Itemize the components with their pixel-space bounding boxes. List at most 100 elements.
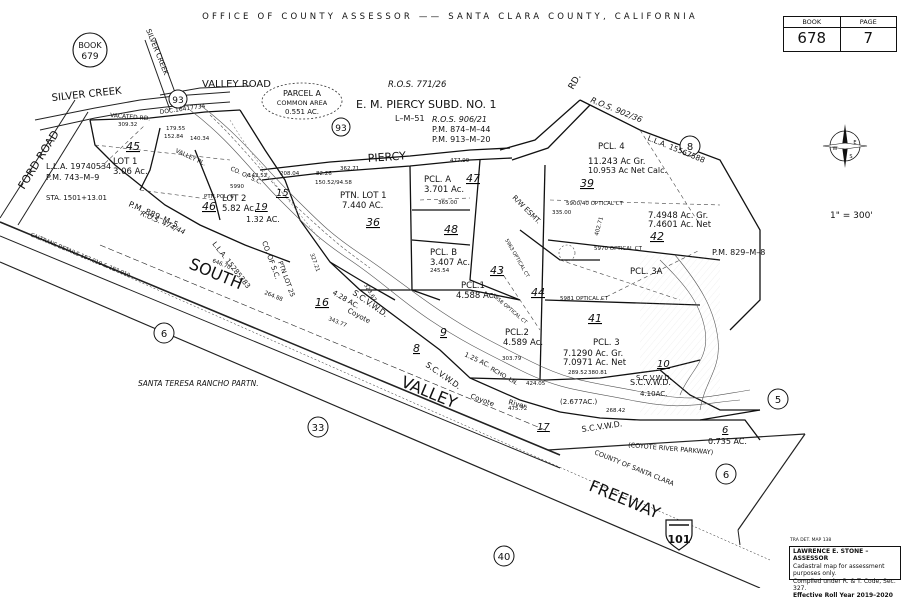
svcwd-label-3: S.C.V.W.D.: [581, 419, 623, 434]
header-dash: ——: [418, 12, 443, 22]
compass-rose-icon: [822, 124, 868, 168]
valley-road-label: VALLEY ROAD: [202, 79, 271, 90]
book-value: 678: [797, 29, 827, 47]
parcel-num-9: 9: [440, 326, 447, 339]
compass-e: E: [853, 140, 856, 146]
parcel-name-41: PCL. 3: [593, 338, 620, 348]
rw-esmt-label: R/W ESMT.: [511, 194, 543, 226]
dim-d17: 475.72: [508, 406, 527, 412]
dim-d18: 309.32: [118, 122, 137, 128]
pm-874-label: P.M. 874–M–44: [432, 125, 490, 134]
optical-turnaround: [558, 244, 576, 262]
header-title: OFFICE OF COUNTY ASSESSOR —— SANTA CLARA…: [120, 12, 780, 22]
parcel-name-10: S.C.V.W.D.: [636, 374, 672, 382]
parcel-area-48: 3.407 Ac.: [430, 258, 470, 268]
ros-771-label: R.O.S. 771/26: [388, 80, 447, 90]
parcel-a-area: 0.551 AC.: [285, 108, 319, 116]
parcel-num-47: 47: [466, 172, 480, 185]
dim-d4: 82.26: [316, 171, 332, 177]
svcwd-label-4: S.C.V.W.D.: [630, 378, 671, 387]
block-circle-5: [767, 388, 789, 410]
lla-1974-label: L.L.A. 19740534: [46, 162, 111, 171]
optical-5963-label: 5963 OPTICAL CT: [503, 238, 530, 280]
compass-s: S: [849, 154, 852, 160]
parcel-name-lot2: LOT 2: [222, 194, 246, 204]
compass-n: N: [843, 137, 847, 143]
pm-913-label: P.M. 913–M–20: [432, 135, 490, 144]
optical-5981-label: 5981 OPTICAL CT: [560, 296, 609, 302]
parcel-area-19: 1.32 AC.: [246, 215, 280, 224]
sta-label: STA. 1501+13.01: [46, 194, 107, 202]
book-679-value: 679: [81, 52, 98, 62]
common-area-label: COMMON AREA: [277, 99, 328, 107]
parcel-area-47: 3.701 Ac.: [424, 185, 464, 195]
silver-creek-label: SILVER CREEK: [51, 86, 122, 104]
parcel-name-47: PCL. A: [424, 175, 451, 185]
block-label-93-b: 93: [335, 124, 346, 134]
block-circle-labels: 6 8 33 40 5 6 93 93: [161, 96, 781, 563]
scale-label: 1" = 300': [830, 211, 873, 221]
dim-d10: 335.00: [552, 210, 572, 216]
parcel-num-6: 6: [722, 425, 728, 436]
legend-roll-year: Effective Roll Year 2019–2020: [793, 592, 893, 600]
parcel-area-10: 4.10AC.: [640, 390, 667, 398]
parcel-net-41: 7.0971 Ac. Net: [563, 358, 627, 368]
page-cell: PAGE 7: [840, 17, 896, 51]
block-circle-40: [493, 545, 515, 567]
parcel-num-44: 44: [531, 286, 545, 299]
freeway-label: FREEWAY: [586, 476, 663, 522]
us-101-shield-icon: [665, 519, 693, 551]
block-circle-33: [307, 416, 329, 438]
creek-hatch: [640, 255, 720, 415]
ros-902-label: R.O.S. 902/36: [589, 96, 643, 125]
us-101-route-number: 101: [668, 533, 691, 546]
parcel-num-10: 10: [657, 359, 670, 370]
parcel-area-6: 0.735 AC.: [708, 437, 747, 446]
parcel-name-43: PCL.1: [461, 281, 485, 291]
parcel-area-39: 11.243 Ac Gr.: [588, 157, 646, 167]
dim-d12: 303.79: [502, 356, 522, 362]
dim-d20: 179.55: [166, 126, 186, 132]
book-label: BOOK: [784, 17, 840, 28]
ptn-lot25-label: PTN LOT 25: [276, 260, 296, 298]
block-label-33: 33: [312, 423, 325, 434]
optical-5900-label: 5900/40 OPTICAL CT: [566, 201, 623, 207]
optical-5970-label: 5970 OPTICAL CT: [594, 246, 643, 252]
parcel-num-48: 48: [444, 223, 458, 236]
dim-d15: 380.81: [588, 370, 607, 376]
parcel-numbers: 45 46 19 15 16 36 47 48 43 44 39 42 41 1…: [126, 140, 728, 436]
parcel-area-lot2: 5.82 Ac.: [222, 204, 257, 214]
parcel-num-16: 16: [315, 296, 329, 309]
pm-743-label: P.M. 743–M–9: [46, 173, 99, 182]
parcel-name-16: CO. OF S.C.: [260, 240, 281, 280]
legend-assessor: LAWRENCE E. STONE – ASSESSOR: [793, 548, 869, 563]
header-office: OFFICE OF COUNTY ASSESSOR: [202, 12, 413, 22]
parcel-area-41: 7.1290 Ac. Gr.: [563, 349, 623, 359]
parcel-num-19: 19: [255, 202, 268, 213]
parcel-name-lot1: LOT 1: [113, 157, 137, 167]
block-label-93-a: 93: [172, 96, 183, 106]
parcel-boundaries: [89, 99, 761, 441]
local-roads: [0, 37, 251, 226]
dim-d21: 140.34: [190, 136, 210, 142]
parcel-num-8: 8: [413, 342, 420, 355]
dim-d23: 343.77: [327, 316, 348, 329]
vacated-rd-label: VACATED RD.: [110, 112, 151, 122]
parcel-area-44: 4.589 Ac.: [503, 338, 543, 348]
book-679-label: BOOK: [78, 41, 102, 50]
parcel-num-39: 39: [580, 177, 594, 190]
silver-creek-vert-label: SILVER CREEK: [144, 28, 170, 77]
parcel-net-42: 7.4601 Ac. Net: [648, 220, 712, 230]
book-page-box: BOOK 678 PAGE 7: [783, 16, 897, 52]
parcel-a-label: PARCEL A: [283, 89, 322, 98]
santa-teresa-label: SANTA TERESA RANCHO PARTN.: [138, 379, 259, 388]
block-label-8: 8: [687, 142, 693, 153]
dim-d1: 477.99: [450, 158, 470, 164]
parcel-num-17: 17: [537, 422, 550, 433]
subdivision-name: E. M. PIERCY SUBD. NO. 1: [356, 98, 497, 111]
tra-detail: TRA DET. MAP 138: [790, 538, 832, 543]
coyote-label-2: Coyote: [469, 392, 495, 408]
dim-d19: 152.84: [164, 134, 184, 140]
parcel-name-36: PTN. LOT 1: [340, 191, 387, 201]
dim-d2: 362.71: [340, 166, 359, 172]
